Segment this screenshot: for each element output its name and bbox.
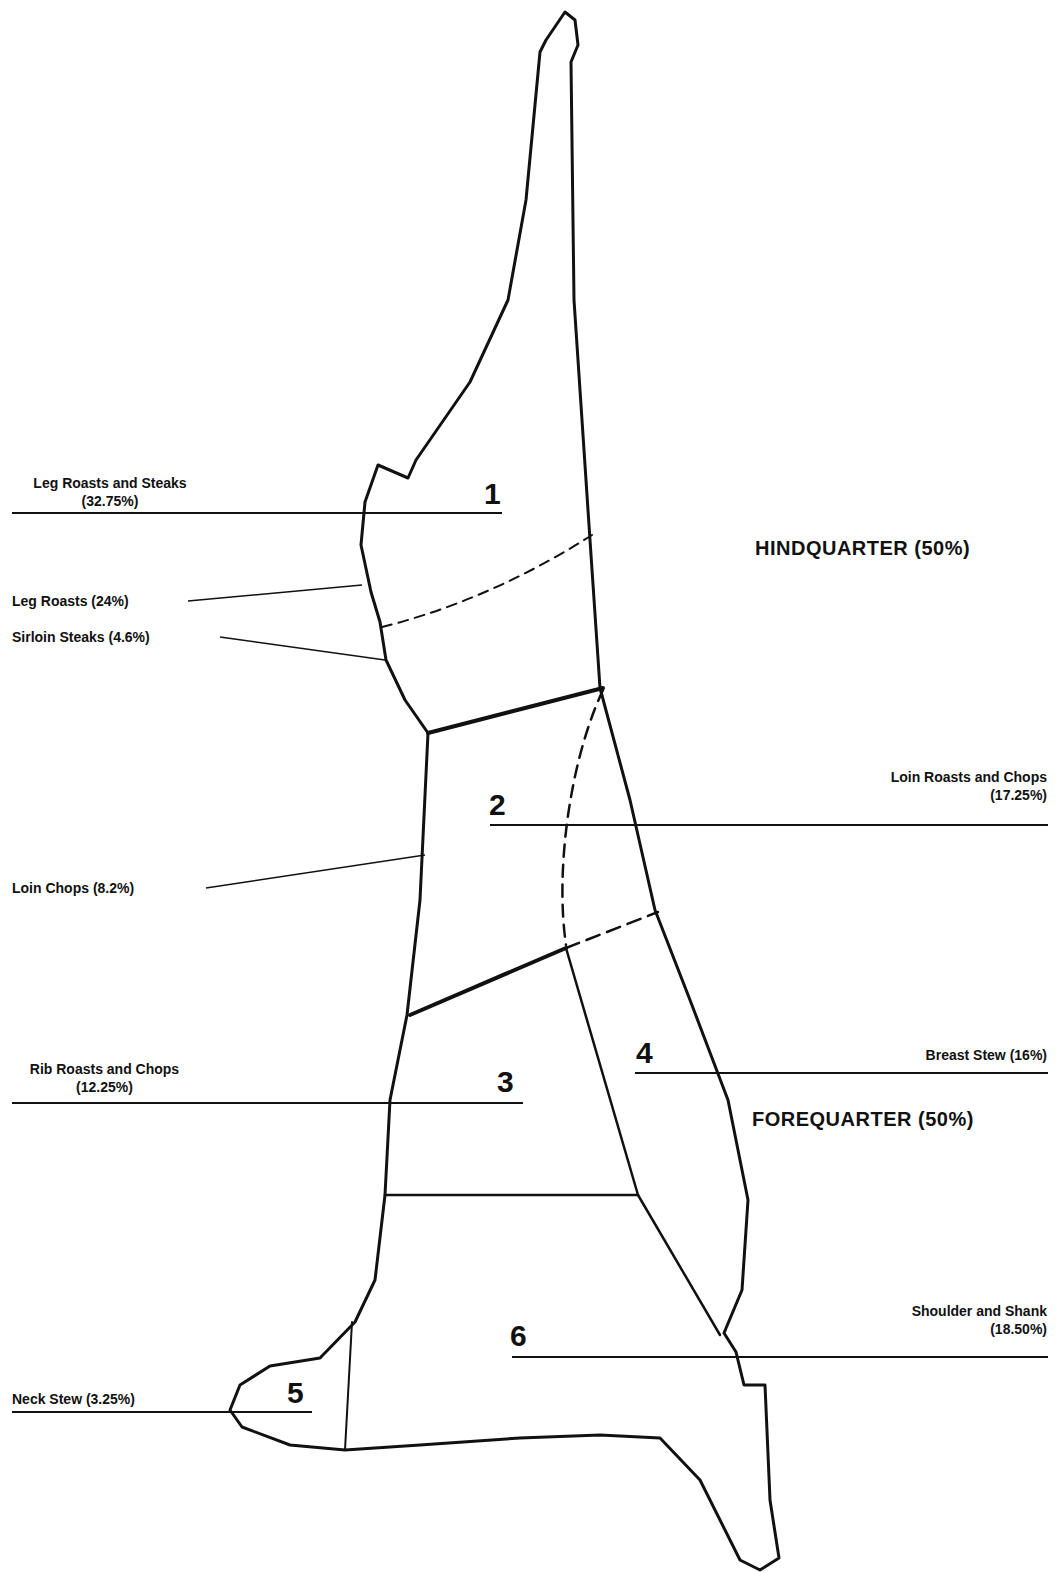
callout-number: 5 bbox=[287, 1377, 304, 1409]
cut-line bbox=[566, 948, 638, 1195]
callout-number: 4 bbox=[636, 1037, 653, 1069]
callout-number: 1 bbox=[484, 478, 501, 510]
cut-label: Loin Chops (8.2%) bbox=[12, 879, 134, 897]
leader-line bbox=[635, 1072, 1048, 1074]
leader-line bbox=[12, 1102, 523, 1104]
quarter-label: HINDQUARTER (50%) bbox=[755, 536, 970, 560]
cut-line bbox=[638, 1195, 720, 1335]
leader-line bbox=[12, 512, 502, 514]
cut-label: Breast Stew (16%) bbox=[926, 1046, 1047, 1064]
cut-label: Shoulder and Shank (18.50%) bbox=[867, 1302, 1047, 1338]
leader-line bbox=[512, 1356, 1048, 1358]
cut-line bbox=[562, 690, 603, 945]
cut-label: Leg Roasts and Steaks (32.75%) bbox=[30, 474, 190, 510]
cut-line bbox=[345, 1322, 352, 1450]
callout-number: 6 bbox=[510, 1320, 527, 1352]
cut-line bbox=[410, 948, 566, 1015]
callout-number: 3 bbox=[497, 1066, 514, 1098]
carcass-outline bbox=[230, 12, 779, 1570]
leader-line bbox=[188, 585, 362, 601]
quarter-label: FOREQUARTER (50%) bbox=[752, 1107, 974, 1131]
callout-number: 2 bbox=[489, 789, 506, 821]
cut-line bbox=[385, 1194, 638, 1197]
leader-line bbox=[220, 637, 385, 660]
cut-label: Rib Roasts and Chops (12.25%) bbox=[22, 1060, 187, 1096]
leader-line bbox=[206, 855, 425, 888]
leader-line bbox=[12, 1411, 312, 1413]
cut-label: Leg Roasts (24%) bbox=[12, 592, 129, 610]
leader-line bbox=[490, 824, 1048, 826]
cut-label: Neck Stew (3.25%) bbox=[12, 1390, 135, 1408]
cut-line bbox=[428, 688, 603, 733]
cut-line bbox=[382, 535, 592, 627]
cut-label: Loin Roasts and Chops (17.25%) bbox=[872, 768, 1047, 804]
cut-label: Sirloin Steaks (4.6%) bbox=[12, 628, 150, 646]
cut-line bbox=[566, 912, 658, 948]
